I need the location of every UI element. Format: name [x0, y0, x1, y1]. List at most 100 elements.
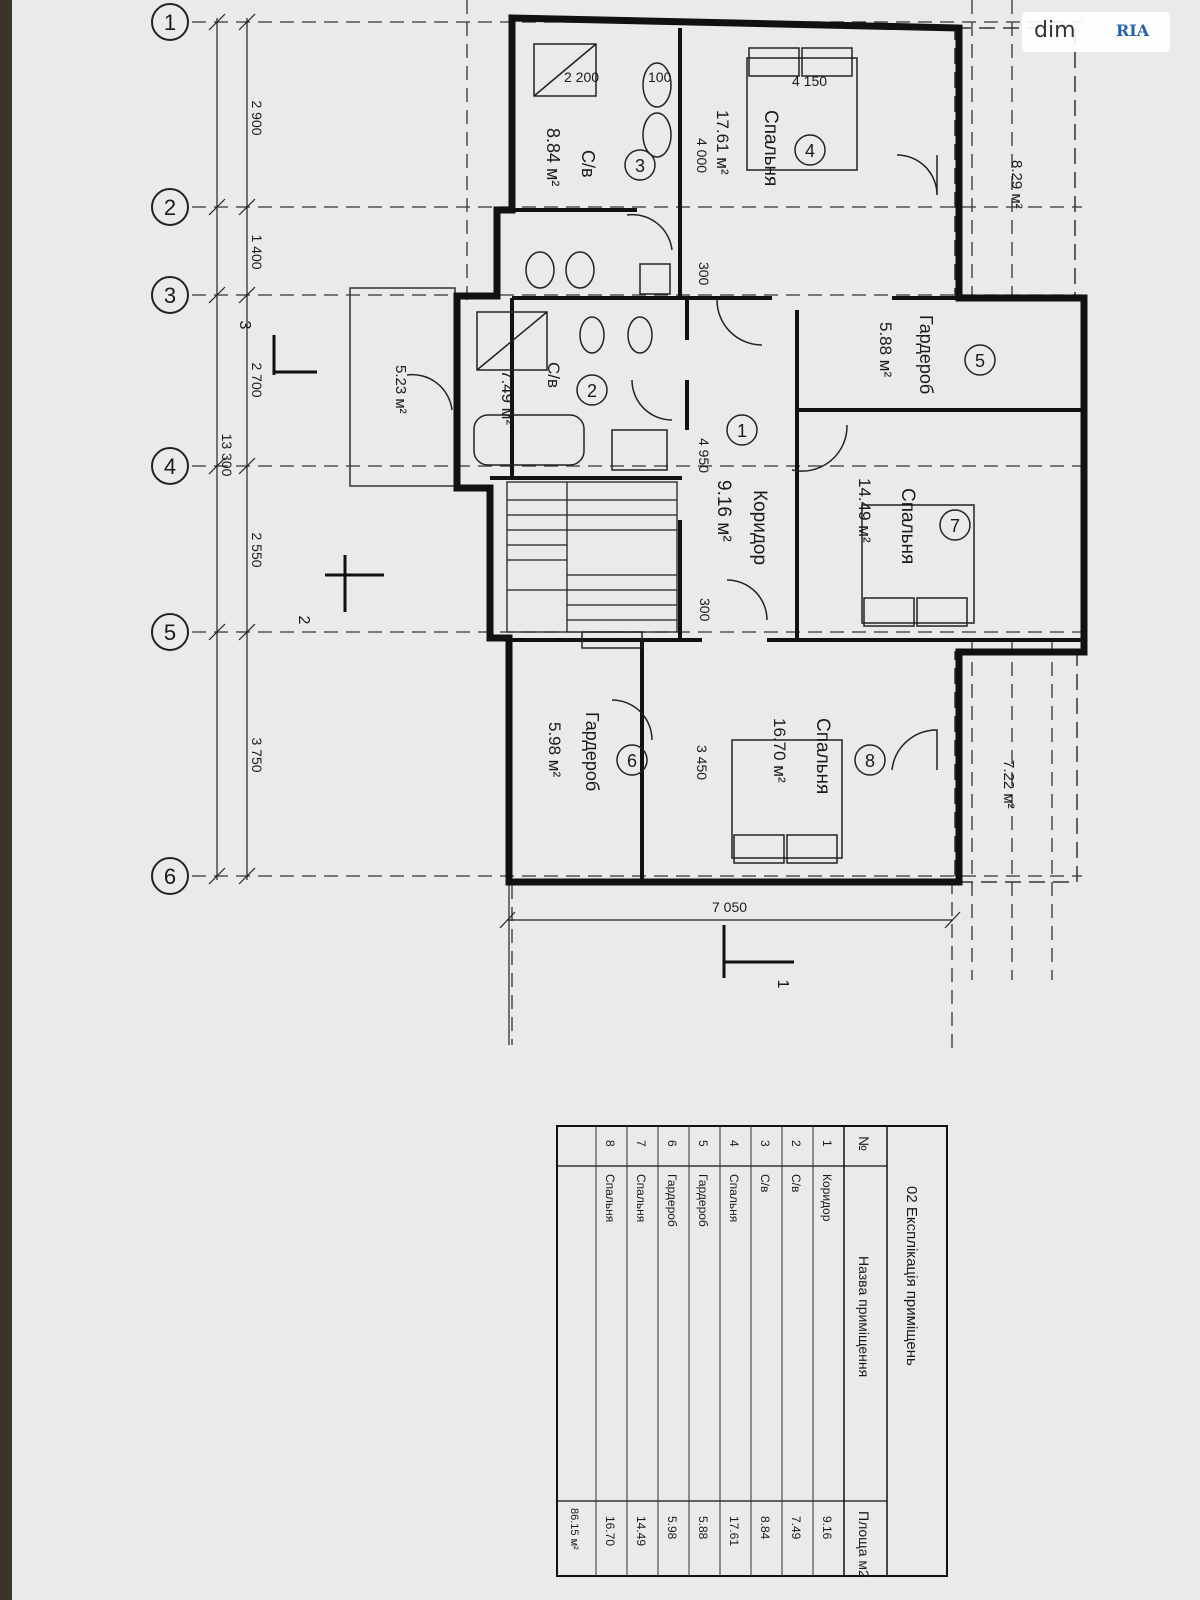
explication-header-name: Назва приміщення: [856, 1256, 872, 1377]
table-cell: Коридор: [820, 1174, 834, 1222]
door-swings: [406, 154, 938, 771]
section-marker-1: [722, 925, 794, 978]
room-tag-4: 4: [794, 134, 826, 166]
room-2-area: 7.49 м²: [498, 370, 517, 425]
room-6-area: 5.98 м²: [545, 722, 564, 777]
table-row: 4: [727, 1140, 741, 1147]
table-cell: 14.49: [634, 1516, 648, 1546]
dimria-watermark: dim RIA: [1022, 12, 1170, 52]
explication-title: 02 Експлікація приміщень: [903, 1186, 920, 1366]
room-5-name: Гардероб: [916, 315, 936, 394]
floor-plan: 1 2 3 4 5 6: [151, 0, 1088, 1578]
table-row: 7: [634, 1140, 648, 1147]
dim-3450: 3 450: [694, 745, 710, 780]
section-marker-2b: [325, 555, 384, 612]
interior-walls: [490, 28, 1082, 880]
room-tag-8: 8: [854, 744, 886, 776]
svg-text:6: 6: [164, 864, 176, 889]
dimension-chain-left: [208, 13, 256, 885]
table-row: 8: [603, 1140, 617, 1147]
room-8-area: 16.70 м²: [770, 718, 789, 783]
svg-text:5: 5: [975, 351, 985, 371]
svg-text:2: 2: [587, 381, 597, 401]
table-cell: 17.61: [727, 1516, 741, 1546]
table-row: 6: [665, 1140, 679, 1147]
bed-room8: [731, 739, 843, 864]
table-cell: Гардероб: [696, 1174, 710, 1227]
table-cell: 5.88: [696, 1516, 710, 1540]
grid-axis-2: 2: [151, 188, 189, 226]
section-label-1: 1: [774, 980, 791, 989]
grid-axis-4: 4: [151, 447, 189, 485]
grid-axis-6: 6: [151, 857, 189, 895]
table-cell: С/в: [789, 1174, 803, 1192]
room-tag-2: 2: [576, 374, 608, 406]
table-cell: 16.70: [603, 1516, 617, 1546]
svg-text:3: 3: [635, 156, 645, 176]
dim-overall: 13 300: [219, 434, 235, 477]
dim-axis3-extra: 3: [236, 321, 253, 330]
section-marker-2a: [272, 335, 317, 375]
table-cell: Гардероб: [665, 1174, 679, 1227]
room-7-area: 14.49 м²: [855, 478, 874, 543]
grid-lines: [192, 0, 1082, 1050]
watermark-ria: RIA: [1116, 21, 1150, 40]
explication-total: 86.15 м²: [568, 1508, 580, 1550]
table-cell: Спальня: [603, 1174, 617, 1222]
room-3-name: С/в: [578, 150, 598, 178]
dim-4950: 4 950: [696, 438, 712, 473]
room-tag-6: 6: [616, 744, 648, 776]
dim-1400: 1 400: [249, 234, 265, 269]
svg-text:3: 3: [164, 283, 176, 308]
grid-axis-5: 5: [151, 613, 189, 651]
table-cell: Спальня: [727, 1174, 741, 1222]
table-row: 2: [789, 1140, 803, 1147]
room-8-name: Спальня: [812, 718, 833, 794]
room-tag-7: 7: [939, 509, 971, 541]
table-cell: 7.49: [789, 1516, 803, 1540]
svg-text:1: 1: [737, 421, 747, 441]
bed-room4: [746, 47, 858, 171]
table-cell: 9.16: [820, 1516, 834, 1540]
svg-text:2: 2: [164, 195, 176, 220]
explication-table: 02 Експлікація приміщень № Назва приміще…: [556, 1125, 948, 1578]
dim-2200: 2 200: [564, 69, 599, 85]
svg-text:4: 4: [164, 454, 176, 479]
table-cell: Спальня: [634, 1174, 648, 1222]
dim-4150: 4 150: [792, 73, 827, 89]
dim-300-a: 300: [696, 262, 712, 286]
svg-text:1: 1: [164, 10, 176, 35]
dimension-bottom: [499, 885, 961, 1045]
table-row: 5: [696, 1140, 710, 1147]
explication-header-area: Площа м2: [856, 1511, 872, 1578]
svg-text:4: 4: [805, 141, 815, 161]
table-cell: 5.98: [665, 1516, 679, 1540]
room-tag-1: 1: [726, 414, 758, 446]
table-row: 1: [820, 1140, 834, 1147]
dim-2700: 2 700: [249, 362, 265, 397]
staircase: [506, 481, 678, 633]
room-tag-5: 5: [964, 344, 996, 376]
svg-text:7: 7: [950, 516, 960, 536]
svg-text:8: 8: [865, 751, 875, 771]
terrace-top: [954, 27, 1076, 299]
terrace-bottom-area: 7.22 м²: [1000, 760, 1017, 809]
dim-300-b: 300: [697, 598, 713, 622]
dim-2900: 2 900: [249, 100, 265, 135]
grid-axis-3: 3: [151, 276, 189, 314]
dim-2550: 2 550: [249, 532, 265, 567]
dim-4000: 4 000: [694, 138, 710, 173]
room-4-area: 17.61 м²: [713, 110, 732, 175]
svg-text:5: 5: [164, 620, 176, 645]
terrace-top-area: 8.29 м²: [1008, 160, 1025, 209]
svg-text:6: 6: [627, 751, 637, 771]
dim-7050: 7 050: [712, 899, 747, 915]
table-cell: С/в: [758, 1174, 772, 1192]
table-row: 3: [758, 1140, 772, 1147]
room-7-name: Спальня: [897, 488, 918, 564]
section-label-2: 2: [295, 616, 312, 625]
room-tag-3: 3: [624, 149, 656, 181]
dim-3750: 3 750: [249, 737, 265, 772]
watermark-dim: dim: [1034, 18, 1076, 43]
room-3-area: 8.84 м²: [543, 128, 563, 186]
